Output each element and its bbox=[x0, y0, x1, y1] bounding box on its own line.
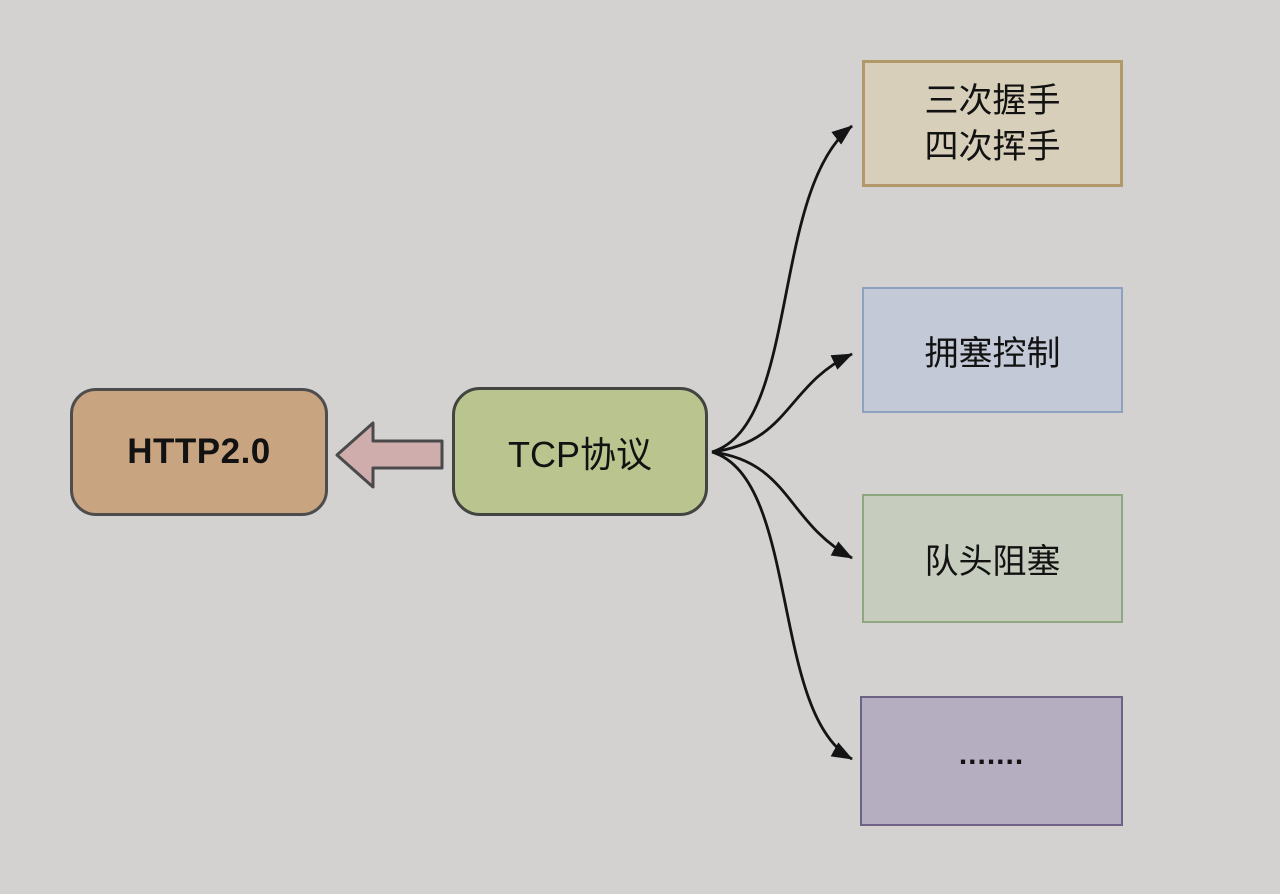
node-others-label: ....... bbox=[958, 738, 1025, 771]
connector-tcp-to-handshake bbox=[711, 124, 853, 454]
node-head-of-line-blocking: 队头阻塞 bbox=[862, 494, 1123, 623]
node-tcp-label: TCP协议 bbox=[507, 433, 652, 475]
node-http2: HTTP2.0 bbox=[70, 388, 328, 516]
connector-tcp-to-others bbox=[711, 450, 853, 761]
node-handshake-line1: 三次握手 bbox=[924, 81, 1061, 120]
connector-tcp-to-congestion bbox=[711, 352, 853, 454]
node-handshake: 三次握手 四次挥手 bbox=[862, 60, 1123, 187]
node-http2-label: HTTP2.0 bbox=[127, 432, 271, 471]
node-holblocking-label: 队头阻塞 bbox=[924, 543, 1061, 581]
node-handshake-line2: 四次挥手 bbox=[924, 127, 1061, 166]
node-others: ....... bbox=[860, 696, 1123, 826]
connector-tcp-to-holblocking bbox=[711, 450, 853, 560]
node-congestion-control: 拥塞控制 bbox=[862, 287, 1123, 413]
block-arrow-tcp-to-http2 bbox=[335, 421, 444, 489]
node-congestion-label: 拥塞控制 bbox=[924, 334, 1061, 373]
node-tcp-protocol: TCP协议 bbox=[452, 387, 708, 516]
